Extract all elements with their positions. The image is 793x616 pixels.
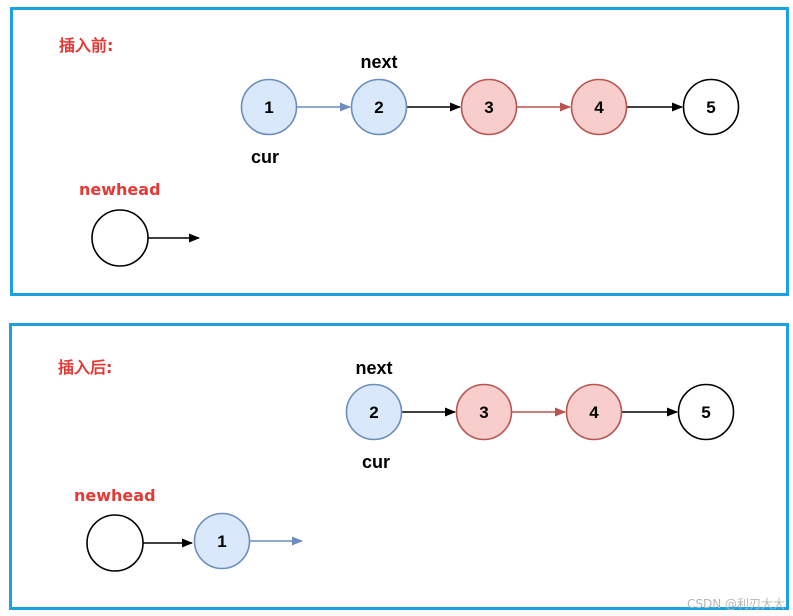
newhead-label: newhead [79, 180, 161, 199]
list-node: 2 [350, 78, 408, 136]
cur-pointer-label: cur [362, 452, 390, 472]
node-label: 5 [701, 403, 710, 422]
list-node: 1 [240, 78, 298, 136]
node-label: 5 [706, 98, 715, 117]
panel-after-insert [9, 323, 789, 610]
node-label: 1 [264, 98, 273, 117]
node-label: 2 [369, 403, 378, 422]
newhead-label: newhead [74, 486, 156, 505]
next-pointer-label: next [360, 52, 397, 72]
list-node: 1 [193, 512, 251, 570]
node-label: 3 [484, 98, 493, 117]
watermark: CSDN @利刃大大 [686, 597, 785, 611]
node-label: 1 [217, 532, 226, 551]
list-node: 3 [455, 383, 513, 441]
list-node: 2 [345, 383, 403, 441]
node-label: 4 [589, 403, 599, 422]
list-node: 3 [460, 78, 518, 136]
list-node: 4 [565, 383, 623, 441]
cur-pointer-label: cur [251, 147, 279, 167]
newhead-node [86, 514, 144, 572]
node-label: 3 [479, 403, 488, 422]
list-node: 4 [570, 78, 628, 136]
next-pointer-label: next [355, 358, 392, 378]
after-title: 插入后: [58, 358, 112, 377]
node-label: 4 [594, 98, 604, 117]
list-node: 5 [677, 383, 735, 441]
node-label: 2 [374, 98, 383, 117]
list-node: 5 [682, 78, 740, 136]
before-title: 插入前: [59, 36, 113, 55]
newhead-node [91, 209, 149, 267]
